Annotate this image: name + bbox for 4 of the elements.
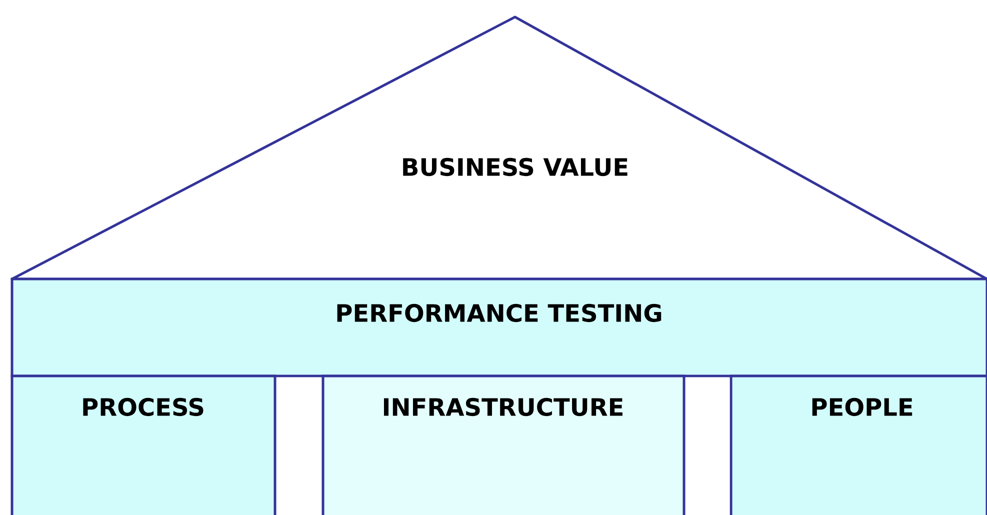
roof-triangle: BUSINESS VALUE — [10, 16, 987, 280]
pillar-box: INFRASTRUCTURE — [322, 374, 686, 515]
pillar-box: PROCESS — [10, 374, 276, 515]
pillar-box: PEOPLE — [730, 374, 987, 515]
